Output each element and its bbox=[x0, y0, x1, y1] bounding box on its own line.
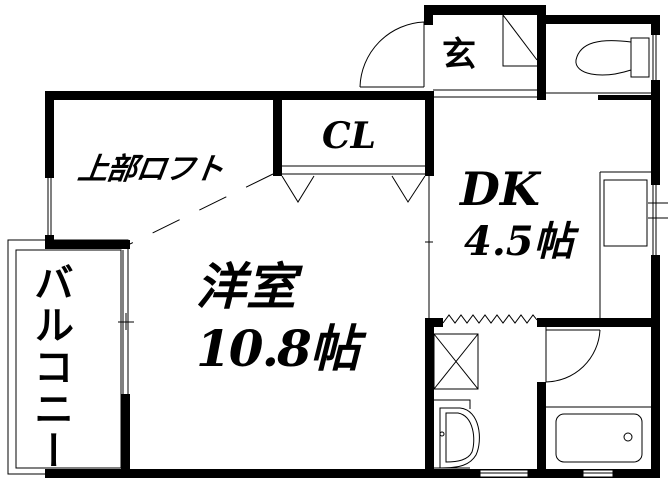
room-label-loft: 上部ロフト bbox=[75, 152, 226, 187]
room-label-western: 洋室 bbox=[196, 257, 296, 316]
walls bbox=[45, 5, 660, 478]
room-label-dk: DK bbox=[460, 162, 540, 216]
room-label-balcony: バルコニー bbox=[27, 262, 74, 472]
room-size-dk: 4.5帖 bbox=[464, 218, 574, 265]
room-size-western: 10.8帖 bbox=[196, 319, 360, 378]
thin-lines bbox=[7, 14, 668, 478]
room-label-entrance: 玄 bbox=[442, 35, 476, 75]
room-label-closet: CL bbox=[322, 115, 376, 157]
